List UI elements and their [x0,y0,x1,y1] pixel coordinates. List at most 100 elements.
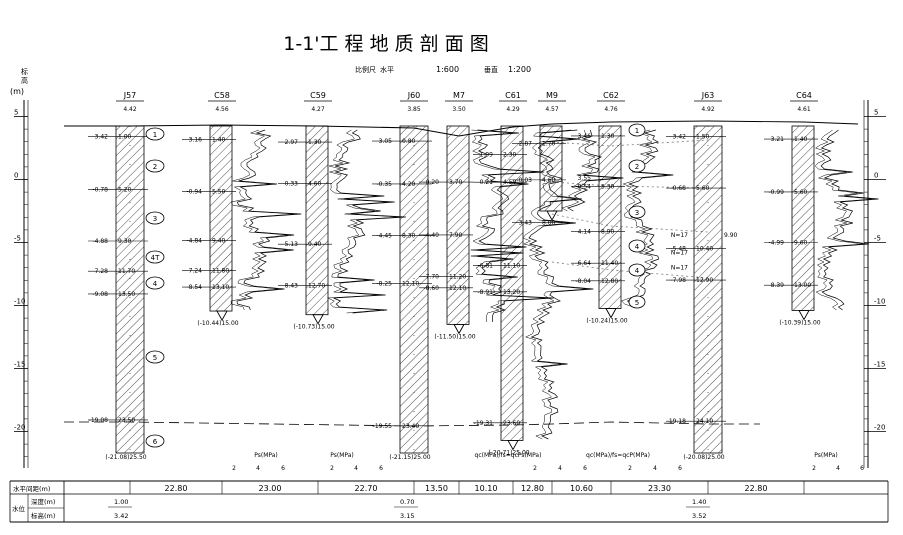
borehole-bottom-label: (-10.73)15.00 [293,324,334,331]
water-elev-label: 标高(m) [31,511,55,520]
water-elev-value: 3.15 [400,512,414,520]
borehole-bottom-label: (-21.15)25.00 [389,454,430,461]
cpt-curve [528,129,594,440]
layer-elevation-label: 3.42 [673,133,687,140]
layer-elevation-label: -8.39 [768,282,784,289]
cpt-curve-secondary [621,129,668,308]
layer-elevation-label: -7.24 [186,268,202,275]
axis-tick-label-left: -5 [14,235,21,243]
axis-unit: (m) [10,87,24,96]
borehole-bottom-label: (-10.44)15.00 [197,320,238,327]
layer-elevation-label: -4.84 [186,237,202,244]
cpt-scale-label: 6 [281,465,285,472]
layer-elevation-label: -0.35 [376,181,392,188]
layer-depth-label: 5.60 [696,185,710,192]
layer-number-marker [145,434,165,448]
cpt-curve [567,129,624,212]
layer-elevation-label: -3.43 [516,220,532,227]
extra-label: 3.55 [578,175,592,182]
borehole-elevation: 4.56 [215,106,229,113]
layer-depth-label: 5.30 [601,183,615,190]
borehole-bottom-label: (-11.50)15.00 [434,333,475,340]
water-elev-value: 3.52 [692,512,706,520]
cpt-tip-marker [453,323,465,335]
borehole-id: M9 [546,91,558,100]
layer-elevation-label: 3.42 [95,133,109,140]
borehole-bottom-label: (-21.08)25.50 [105,454,146,461]
layer-elevation-label: -9.08 [92,291,108,298]
axis-tick-label-right: 5 [874,109,878,117]
drawing-title: 1-1'工 程 地 质 剖 面 图 [283,33,489,55]
layer-depth-label: 13.00 [794,282,811,289]
borehole-bottom-label: (-20.71)25.00 [488,449,529,456]
layer-number-marker-right [628,239,646,253]
borehole-id: J60 [407,91,421,100]
layer-depth-label: 1.70 [542,140,556,147]
cpt-curve [236,129,302,311]
water-depth-label: 深度(m) [31,497,55,506]
scale-v-value: 1:200 [508,65,531,74]
borehole-id: M7 [453,91,465,100]
borehole-elevation: 4.29 [506,106,520,113]
layer-elevation-label: -8.25 [376,280,392,287]
layer-depth-label: 13.20 [503,289,520,296]
layer-number-right: 1 [635,127,639,135]
layer-elevation-label: -5.48 [670,246,686,253]
layer-number-marker-right [628,263,646,277]
layer-elevation-label: -8.60 [423,285,439,292]
layer-elevation-label: -4.40 [423,232,439,239]
layer-elevation-label: 3.16 [189,137,203,144]
layer-depth-label: 4.60 [308,181,322,188]
layer-elevation-label: -7.70 [423,274,439,281]
borehole-id: C61 [505,91,521,100]
borehole-elevation: 4.76 [604,106,618,113]
cpt-curve-secondary [522,129,588,440]
cpt-scale-label: 2 [330,465,334,472]
axis-tick-label-left: -10 [14,298,25,306]
layer-depth-label: 4.50 [503,179,517,186]
layer-number-right: 3 [635,209,639,217]
layer-number: 4 [153,280,158,288]
layer-number-marker-right [628,205,646,219]
layer-elevation-label: -7.98 [670,277,686,284]
layer-depth-label: 5.50 [212,188,226,195]
borehole-elevation: 4.57 [545,106,559,113]
layer-depth-label: 10.40 [696,246,713,253]
cpt-curve [333,129,406,314]
layer-number-marker-right [628,123,646,137]
extra-label: 9.90 [724,232,738,239]
axis-tick-label-right: -15 [874,361,885,369]
borehole-elevation: 4.61 [797,106,811,113]
cpt-caption: qc(MPa)/fs=qcPs(MPa) [475,452,542,459]
water-depth-value: 0.70 [400,498,414,506]
layer-depth-label: 3.70 [449,179,463,186]
layer-elevation-label: -6.64 [575,260,591,267]
layer-elevation-label: -4.88 [92,238,108,245]
spacing-value: 13.50 [425,484,448,493]
layer-number: 2 [153,163,157,171]
layer-depth-label: 12.10 [402,280,419,287]
stratum-boundary-1-2 [551,139,709,147]
layer-elevation-label: 2.97 [285,139,299,146]
borehole-id: C62 [603,91,619,100]
spacing-value: 22.80 [165,484,188,493]
layer-elevation-label: -8.91 [477,289,493,296]
layer-number-marker [145,211,165,225]
layer-depth-label: 1.50 [696,133,710,140]
axis-tick-label-left: 0 [14,172,18,180]
layer-number-marker [145,276,165,290]
layer-depth-label: 4.60 [542,177,556,184]
layer-depth-label: 5.60 [794,189,808,196]
water-depth-value: 1.00 [114,498,128,506]
extra-label: N=17 [671,265,688,272]
borehole-id: C59 [310,91,326,100]
cpt-tip-marker [546,210,558,221]
layer-elevation-label: -8.43 [282,283,298,290]
layer-depth-label: 1.40 [212,137,226,144]
scale-label: 比例尺 [355,65,376,74]
layer-number-right: 4 [635,267,640,275]
layer-depth-label: 23.60 [503,420,520,427]
layer-elevation-label: -0.54 [575,183,591,190]
axis-tick-label-right: -5 [874,235,881,243]
